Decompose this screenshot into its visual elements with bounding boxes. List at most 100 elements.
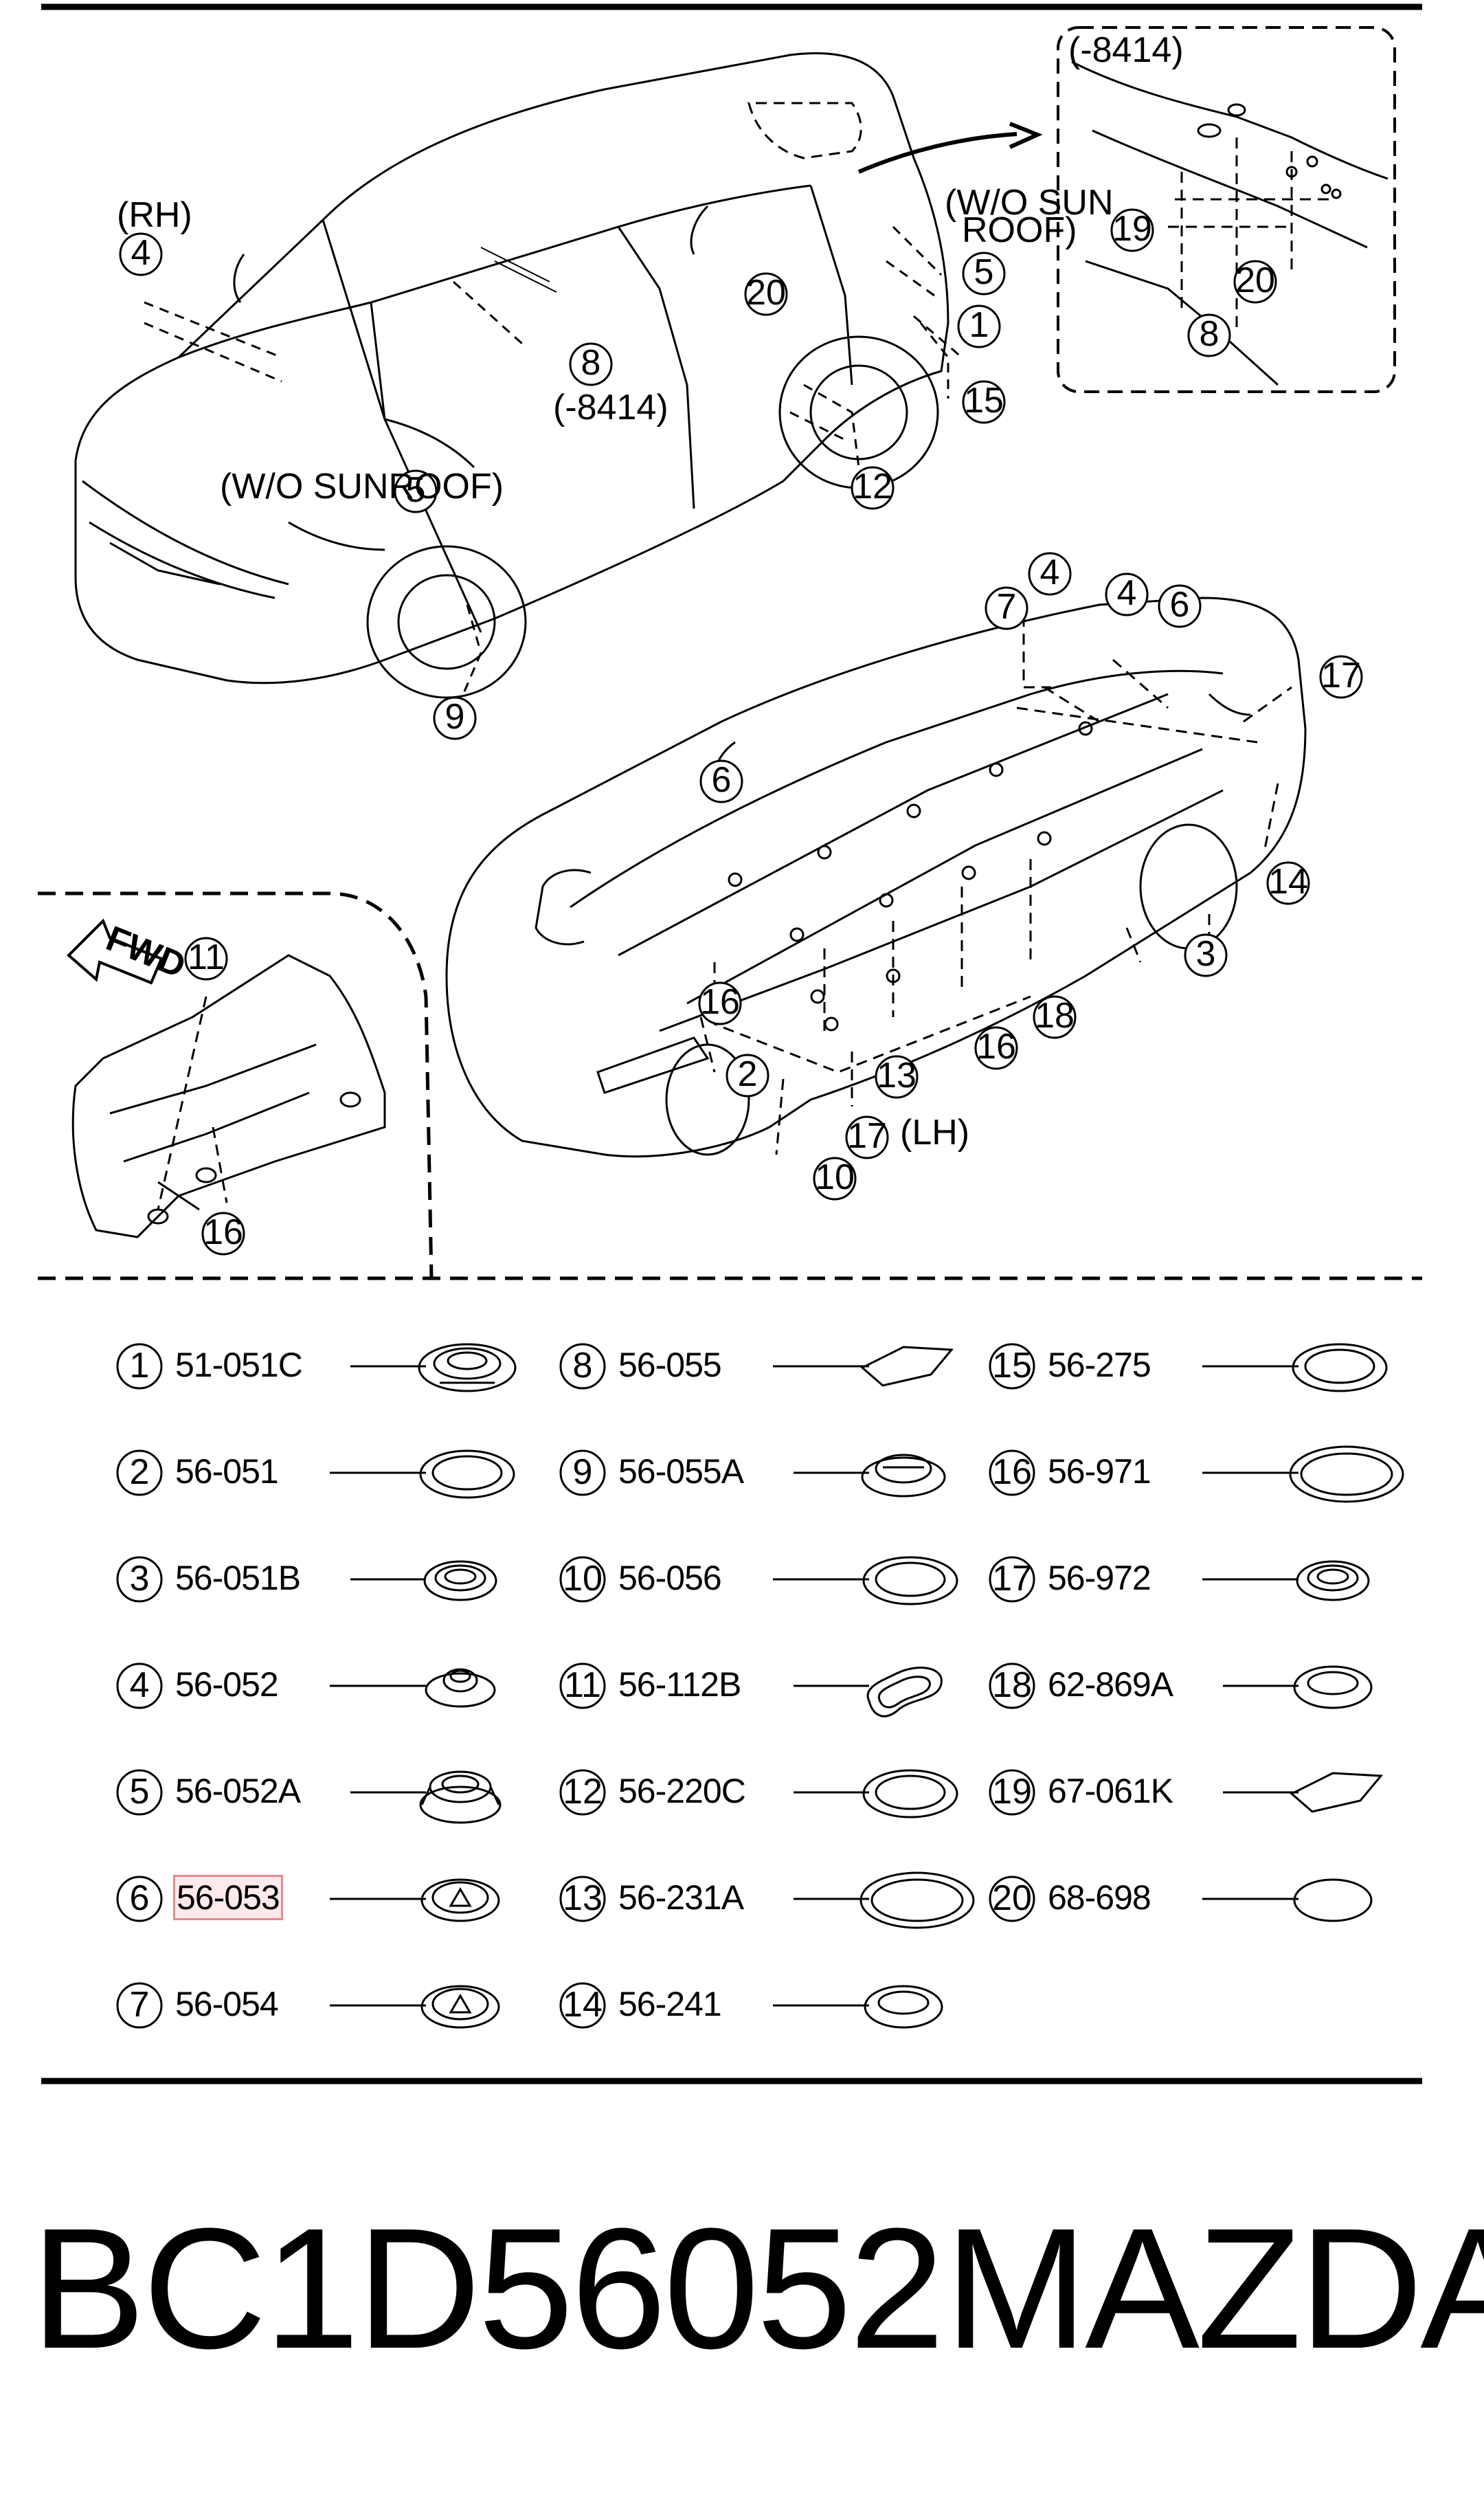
legend-callout-number: 14 — [563, 1985, 603, 2025]
callout-number: 14 — [1268, 862, 1308, 902]
legend-callout: 19 — [989, 1769, 1035, 1816]
callout-17: 17 — [1319, 655, 1363, 699]
part-code: 67-061K — [1048, 1772, 1173, 1810]
grommet-slit-icon — [420, 1985, 500, 2029]
legend-callout-number: 19 — [992, 1772, 1032, 1812]
legend-callout: 7 — [116, 1982, 163, 2029]
brand-name: MAZDA — [945, 2192, 1484, 2384]
legend-callout: 15 — [989, 1343, 1035, 1390]
legend-callout-number: 10 — [563, 1559, 603, 1599]
legend-callout: 8 — [559, 1343, 606, 1390]
legend-item-8: 8 56-055 — [556, 1340, 982, 1395]
callout-number: 4 — [1040, 553, 1060, 592]
callout-number: 18 — [1035, 996, 1075, 1036]
part-code: 56-971 — [1048, 1452, 1151, 1491]
callout-4: 4 — [119, 232, 163, 276]
callout-number: 11 — [188, 937, 225, 977]
callout-number: 6 — [712, 760, 732, 800]
callout-17: 17 — [845, 1115, 889, 1159]
legend-callout-number: 3 — [130, 1559, 150, 1599]
callout-number: 4 — [131, 233, 151, 273]
callout-number: 10 — [815, 1157, 855, 1197]
legend-callout-number: 13 — [563, 1878, 603, 1918]
part-code: 51-051C — [175, 1346, 303, 1384]
legend-callout-number: 1 — [130, 1346, 150, 1386]
callout-5: 5 — [394, 469, 438, 513]
car-underbody-view — [445, 597, 1307, 1158]
callout-number: 13 — [877, 1056, 917, 1095]
callout-12: 12 — [851, 466, 895, 510]
legend-callout-number: 2 — [130, 1452, 150, 1492]
legend-callout: 10 — [559, 1556, 606, 1603]
callout-number: 2 — [738, 1054, 758, 1094]
callout-number: 3 — [1196, 934, 1216, 974]
legend-callout: 20 — [989, 1876, 1035, 1922]
callout-10: 10 — [813, 1157, 857, 1201]
callout-16: 16 — [698, 981, 742, 1025]
part-code: 56-241 — [618, 1985, 722, 2023]
grommet-small-icon — [423, 1560, 497, 1601]
legend-callout: 3 — [116, 1556, 163, 1603]
part-code: 56-220C — [618, 1772, 746, 1810]
legend-callout-number: 12 — [563, 1772, 603, 1812]
callout-number: 5 — [406, 470, 426, 510]
kidney-icon — [866, 1667, 943, 1717]
callout-14: 14 — [1266, 861, 1310, 905]
cap-icon — [864, 1985, 943, 2029]
callout-number: 12 — [853, 467, 892, 507]
callout-number: 19 — [1112, 209, 1152, 249]
annotation-8414-a: (-8414) — [553, 388, 668, 427]
part-code: 56-972 — [1048, 1559, 1151, 1597]
callout-8: 8 — [1187, 313, 1231, 357]
footer: BC1D56052 MAZDA — [31, 2199, 1484, 2378]
grommet-tall-icon — [419, 1770, 502, 1824]
part-code: 56-275 — [1048, 1346, 1151, 1384]
callout-15: 15 — [962, 380, 1006, 424]
legend-callout: 9 — [559, 1449, 606, 1496]
callout-13: 13 — [875, 1055, 919, 1099]
part-code: 56-052 — [175, 1665, 279, 1704]
part-code: 56-112B — [618, 1665, 741, 1704]
legend-item-15: 15 56-275 — [986, 1340, 1412, 1395]
callout-number: 9 — [445, 697, 465, 737]
part-code: 56-055A — [618, 1452, 744, 1491]
callout-6: 6 — [1158, 584, 1202, 628]
ring-icon — [862, 1769, 958, 1818]
ring-icon — [862, 1556, 958, 1605]
legend-callout-number: 5 — [130, 1772, 150, 1812]
callout-16: 16 — [974, 1026, 1018, 1070]
legend-item-4: 4 56-052 — [113, 1660, 539, 1715]
legend-item-5: 5 56-052A — [113, 1766, 539, 1824]
oval-icon — [1293, 1878, 1373, 1922]
callout-11: 11 — [184, 937, 228, 981]
part-code: 56-055 — [618, 1346, 722, 1384]
callout-number: 16 — [700, 982, 740, 1022]
cap-icon — [1293, 1665, 1373, 1709]
legend-item-9: 9 56-055A — [556, 1447, 982, 1502]
callout-4: 4 — [1105, 572, 1149, 616]
callout-7: 7 — [985, 586, 1028, 630]
part-code: 56-052A — [175, 1772, 301, 1810]
legend-callout-number: 15 — [992, 1346, 1032, 1386]
part-code: 68-698 — [1048, 1878, 1151, 1917]
ring-large-icon — [859, 1871, 975, 1929]
diamond-pad-icon — [1290, 1772, 1384, 1813]
legend-item-12: 12 56-220C — [556, 1766, 982, 1821]
legend-callout-number: 4 — [130, 1665, 150, 1705]
callout-number: 16 — [203, 1212, 243, 1252]
grommet-small-icon — [1296, 1560, 1370, 1601]
callout-1: 1 — [957, 304, 1001, 348]
annotation-8414-b: (-8414) — [1068, 30, 1184, 70]
callout-number: 8 — [581, 343, 601, 383]
grommet-stepped-icon — [418, 1343, 517, 1392]
part-code: 56-231A — [618, 1878, 744, 1917]
legend-callout: 4 — [116, 1662, 163, 1709]
legend-callout: 2 — [116, 1449, 163, 1496]
part-code: 56-051 — [175, 1452, 279, 1491]
callout-number: 7 — [997, 587, 1017, 627]
